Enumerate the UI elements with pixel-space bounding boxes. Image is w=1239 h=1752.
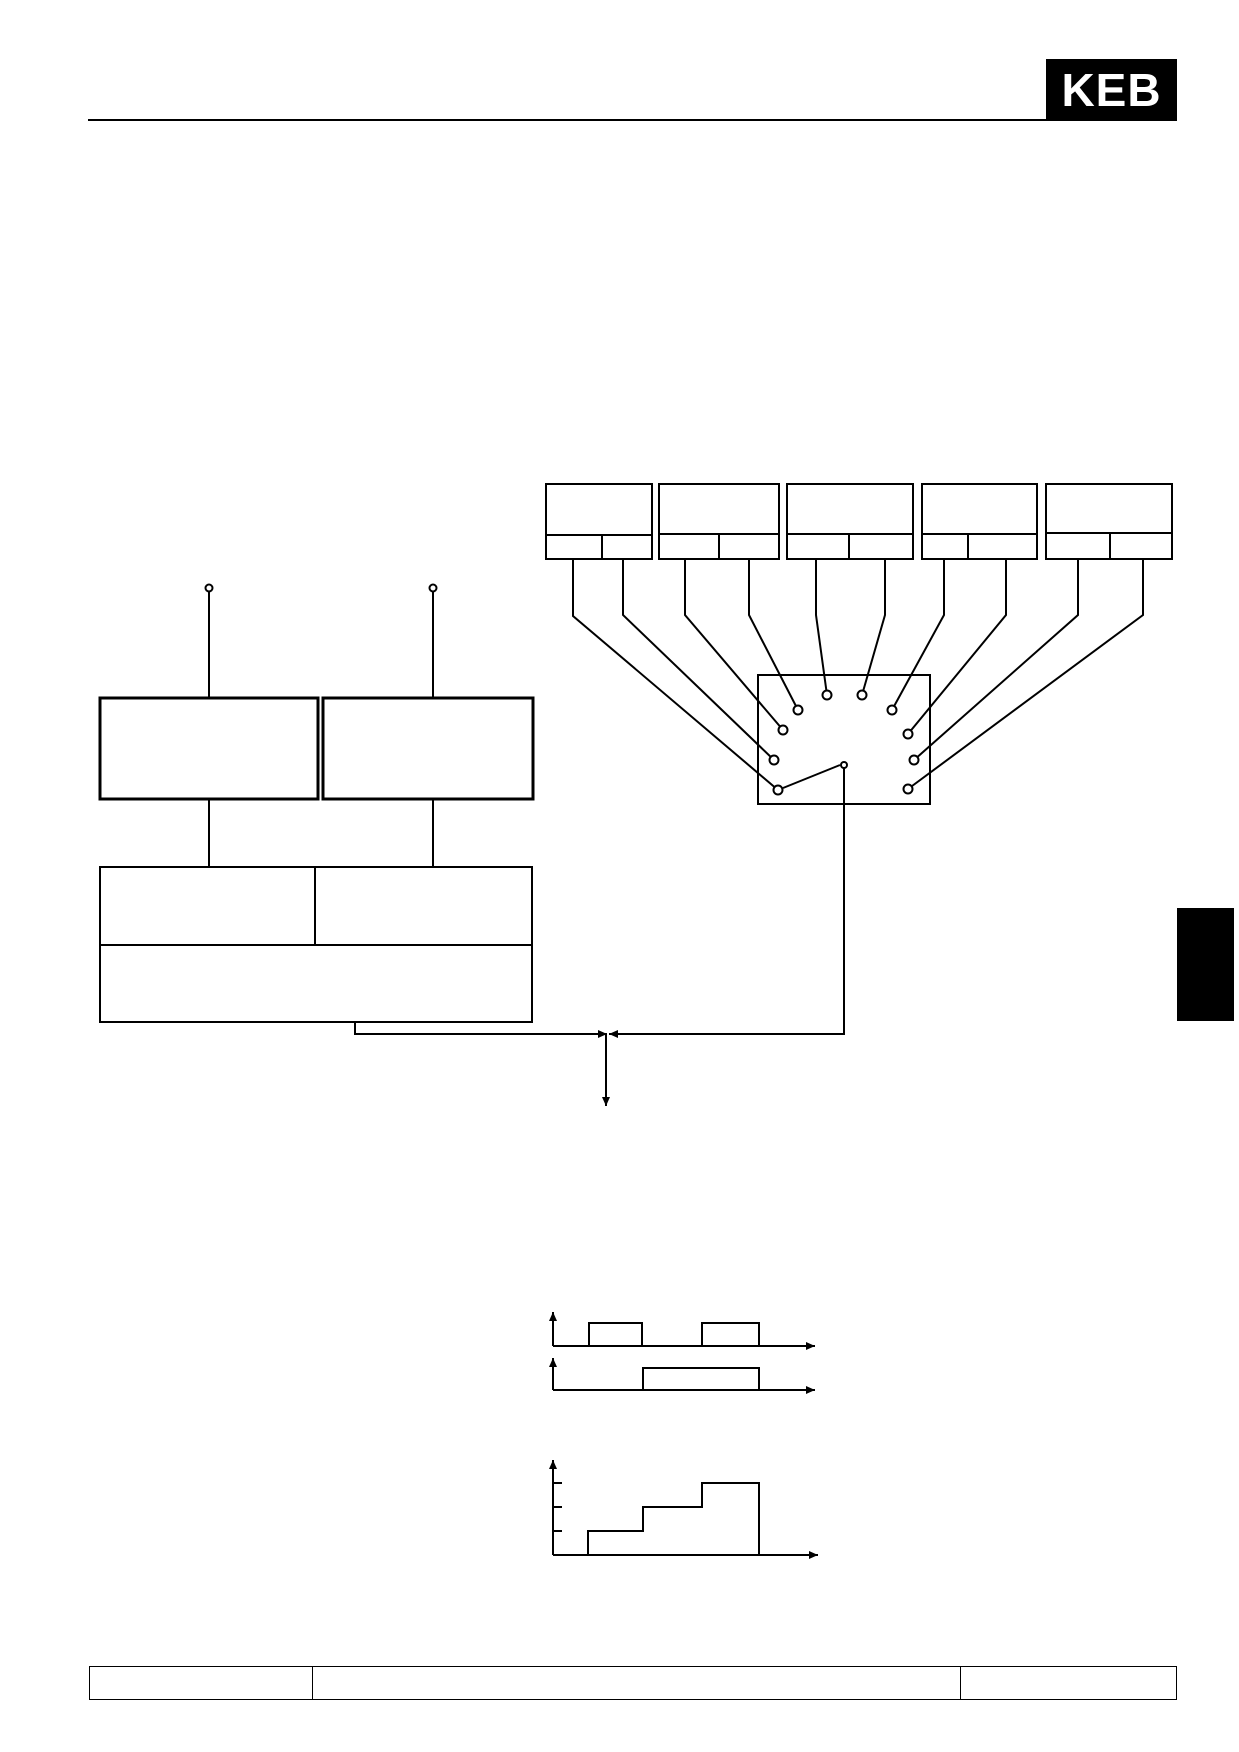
- output-junction: [354, 1022, 610, 1106]
- left-lower-block: [99, 866, 533, 1023]
- left-connectors: [208, 799, 434, 867]
- timing-diagram: [549, 1312, 815, 1394]
- left-input-terminals: [204, 583, 438, 698]
- parameter-block-4: [921, 483, 1038, 560]
- parameter-block-3: [786, 483, 914, 560]
- footer-cell-right: [961, 1667, 1176, 1699]
- header-rule: [88, 119, 1177, 121]
- selector-wires: [572, 559, 1144, 791]
- keb-logo: KEB: [1046, 59, 1177, 121]
- step-output-diagram: [549, 1460, 818, 1559]
- parameter-block-2: [658, 483, 780, 560]
- selector-switch: [609, 674, 931, 1038]
- left-function-boxes: [98, 696, 535, 801]
- footer-table: [89, 1666, 1177, 1700]
- footer-cell-left: [90, 1667, 313, 1699]
- footer-cell-middle: [313, 1667, 961, 1699]
- chapter-tab-marker: [1177, 908, 1234, 1021]
- parameter-block-1: [545, 483, 653, 560]
- parameter-block-row: [545, 483, 1173, 560]
- parameter-block-5: [1045, 483, 1173, 560]
